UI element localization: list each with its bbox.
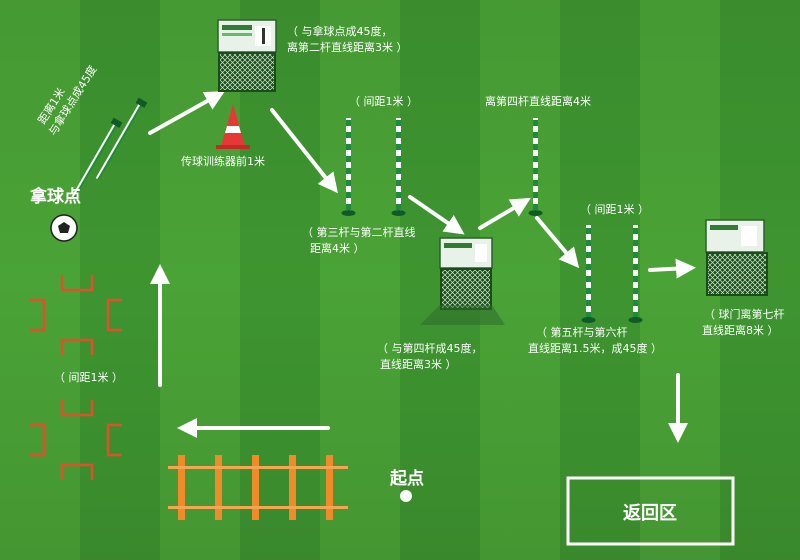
angled-poles-pair [70,97,148,200]
arrow-trainer-to-pole3 [270,108,338,194]
pole56-note-line1: （ 第五杆与第六杆 [536,325,628,339]
trainer2-note-line2: 直线距离3米 ） [380,357,457,371]
goal-note-line1: （ 球门离第七杆 [704,307,785,321]
vertical-poles-1 [341,118,406,216]
arrow-poles-to-trainer [148,91,225,135]
route-arrows [148,91,696,443]
orange-hurdles [168,455,348,520]
pole3-note-line1: （ 第三杆与第二杆直线 [302,225,416,239]
vertical-poles-2 [581,225,643,323]
start-marker [400,490,412,502]
gap-note-c: （ 间距1米 ） [54,371,123,384]
gap-note-b: （ 间距1米 ） [580,203,649,216]
passing-trainer-1 [217,19,277,92]
trainer1-note-line2: 离第二杆直线距离3米 ） [287,40,408,54]
trainer2-note-line1: （ 与第四杆成45度， [377,341,483,355]
pole3-note-line2: 距离4米 ） [310,241,365,255]
passing-trainer-2 [420,237,505,325]
red-markers [30,275,122,480]
mini-goal [705,219,768,296]
goal-note-line2: 直线距离8米 ） [702,323,779,337]
pole4-note: 离第四杆直线距离4米 [485,94,591,108]
pole56-note-line2: 直线距离1.5米，成45度 ） [528,341,662,355]
gap-note-a: （ 间距1米 ） [349,95,418,108]
arrow-pole6-to-goal [648,258,696,279]
cone-note: 传球训练器前1米 [181,154,265,168]
arrow-trainer2-to-pole4 [478,197,531,230]
pickup-label: 拿球点 [29,186,81,207]
trainer1-note-line1: （ 与拿球点成45度， [287,24,393,38]
arrow-pole4-to-pole5 [535,216,580,269]
cone [216,104,250,149]
soccer-ball [50,214,78,242]
arrow-pole3-to-trainer2 [408,195,465,235]
start-label: 起点 [389,468,424,489]
return-zone-label: 返回区 [623,503,677,524]
return-zone-box [566,476,735,546]
pole-4 [528,118,543,216]
